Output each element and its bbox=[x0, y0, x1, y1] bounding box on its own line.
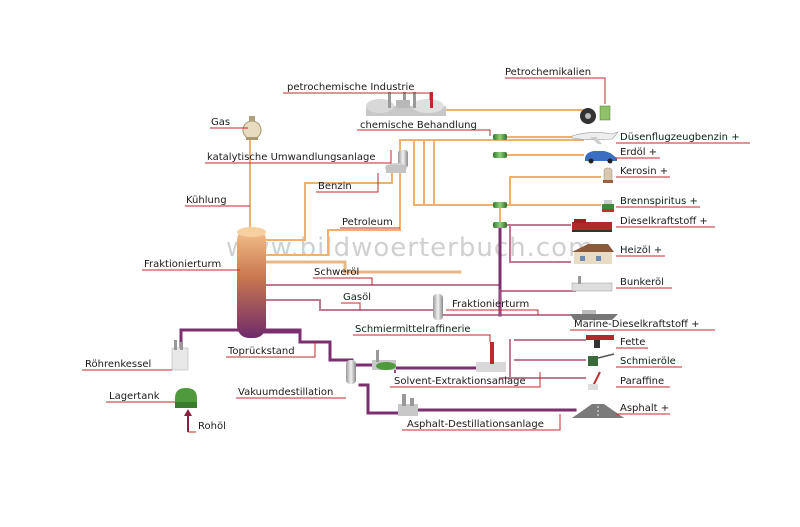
label-chemische-behandlung: chemische Behandlung bbox=[360, 120, 477, 131]
label-schmiermittelraffinerie: Schmiermittelraffinerie bbox=[355, 324, 471, 335]
ship-icon bbox=[570, 310, 618, 320]
label-gasoel: Gasöl bbox=[343, 292, 371, 303]
label-schmieroele: Schmieröle bbox=[620, 356, 676, 367]
link-marine-dieselkraftstoff[interactable]: Marine-Dieselkraftstoff + bbox=[574, 319, 700, 330]
label-fette: Fette bbox=[620, 337, 645, 348]
label-paraffine: Paraffine bbox=[620, 376, 664, 387]
airplane-icon bbox=[571, 131, 619, 144]
lamp-icon bbox=[603, 167, 613, 183]
house-icon bbox=[572, 244, 614, 264]
stove-icon bbox=[602, 200, 614, 212]
lube-refinery-icon bbox=[372, 342, 506, 372]
tire-icon bbox=[580, 105, 611, 124]
label-solvent-extraktionsanlage: Solvent-Extraktionsanlage bbox=[394, 376, 526, 387]
label-roehrenkessel: Röhrenkessel bbox=[85, 359, 151, 370]
pipes bbox=[179, 103, 601, 415]
label-petroleum: Petroleum bbox=[342, 217, 393, 228]
storage-tank-icon bbox=[175, 388, 197, 408]
link-duesenflugzeugbenzin[interactable]: Düsenflugzeugbenzin + bbox=[620, 132, 740, 143]
label-lagertank: Lagertank bbox=[109, 391, 160, 402]
catalytic-unit-icon bbox=[385, 150, 408, 173]
label-asphalt-destillationsanlage: Asphalt-Destillationsanlage bbox=[407, 419, 544, 430]
tube-furnace-icon bbox=[171, 340, 189, 371]
label-schweroel: Schweröl bbox=[314, 267, 359, 278]
product-icons bbox=[570, 105, 624, 418]
label-katalytische-umwandlungsanlage: katalytische Umwandlungsanlage bbox=[207, 152, 376, 163]
car-icon bbox=[585, 151, 617, 164]
label-fraktionierturm: Fraktionierturm bbox=[144, 259, 221, 270]
label-bunkeroel: Bunkeröl bbox=[620, 277, 664, 288]
label-benzin: Benzin bbox=[318, 181, 352, 192]
crude-oil-arrow-icon bbox=[184, 409, 196, 433]
label-petrochemische-industrie: petrochemische Industrie bbox=[287, 82, 414, 93]
product-labels: Düsenflugzeugbenzin + Erdöl + Kerosin + … bbox=[574, 132, 740, 414]
label-rohoel: Rohöl bbox=[198, 421, 226, 432]
link-erdoel[interactable]: Erdöl + bbox=[620, 147, 657, 158]
link-brennspiritus[interactable]: Brennspiritus + bbox=[620, 196, 698, 207]
link-dieselkraftstoff[interactable]: Dieselkraftstoff + bbox=[620, 216, 708, 227]
fractionating-tower-icon bbox=[237, 227, 266, 338]
label-fraktionierturm-2: Fraktionierturm bbox=[452, 299, 529, 310]
label-gas: Gas bbox=[211, 117, 230, 128]
labels: petrochemische Industrie Petrochemikalie… bbox=[85, 67, 591, 432]
valves bbox=[493, 134, 507, 228]
locomotive-icon bbox=[572, 219, 612, 232]
oil-can-icon bbox=[588, 353, 615, 366]
factory-icon bbox=[571, 276, 613, 292]
gas-tank-icon bbox=[242, 116, 262, 140]
link-heizoel[interactable]: Heizöl + bbox=[620, 245, 662, 256]
leader-lines bbox=[82, 77, 750, 431]
label-toprueckstand: Toprückstand bbox=[227, 346, 295, 357]
grease-gun-icon bbox=[586, 335, 614, 348]
petrochemical-plant-icon bbox=[366, 92, 446, 116]
link-kerosin[interactable]: Kerosin + bbox=[620, 166, 668, 177]
label-vakuumdestillation: Vakuumdestillation bbox=[238, 387, 333, 398]
watermark-text: www.bildwoerterbuch.com bbox=[226, 233, 594, 263]
road-icon bbox=[572, 404, 624, 418]
candle-icon bbox=[588, 371, 601, 390]
link-asphalt[interactable]: Asphalt + bbox=[620, 403, 669, 414]
label-petrochemikalien: Petrochemikalien bbox=[505, 67, 591, 78]
vacuum-column-icon bbox=[346, 360, 356, 384]
fractionating-tower-2-icon bbox=[433, 294, 443, 320]
label-kuehlung: Kühlung bbox=[186, 195, 227, 206]
asphalt-distillation-icon bbox=[398, 394, 418, 416]
